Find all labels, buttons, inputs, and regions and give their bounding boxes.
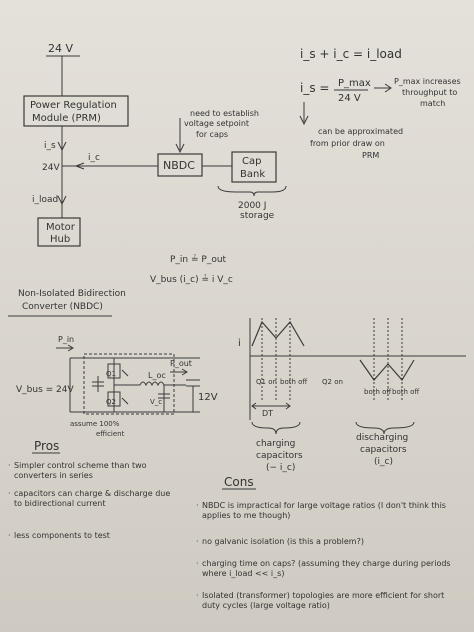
- prm-label-line1: Power Regulation: [30, 100, 117, 111]
- storage-label-line2: storage: [240, 211, 275, 221]
- is-label: i_s: [44, 141, 56, 151]
- charging-label-line2: capacitors: [256, 451, 303, 461]
- cap-bank-box: [231, 151, 277, 183]
- pmax-numerator: P_max: [338, 78, 371, 89]
- ic-label: i_c: [88, 153, 100, 163]
- current-sum-equation: i_s + i_c = i_load: [300, 47, 402, 61]
- is-arrow-icon: [57, 141, 67, 152]
- storage-label-line1: 2000 J: [238, 201, 266, 211]
- current-axis-label: i: [238, 338, 241, 349]
- approx-note-line3: PRM: [362, 151, 379, 160]
- approx-note-line1: can be approximated: [318, 127, 403, 136]
- is-equation-lhs: i_s =: [300, 81, 329, 95]
- supply-voltage-label: 24 V: [48, 42, 73, 55]
- charging-waveform: [251, 320, 305, 347]
- pmax-note-line3: match: [420, 99, 445, 108]
- charging-label-line3: (− i_c): [266, 463, 295, 473]
- diode-icon: [121, 369, 129, 405]
- pros-bullet: ·: [8, 489, 11, 498]
- iload-label: i_load: [32, 195, 58, 205]
- cons-item: charging time on caps? (assuming they ch…: [202, 559, 451, 578]
- approx-note-line2: from prior draw on: [310, 139, 385, 148]
- setpoint-note-line3: for caps: [196, 130, 228, 139]
- bus-balance-equation: V_bus (i_c) ≟ i V_c: [150, 274, 233, 285]
- pin-arrow-icon: [56, 344, 74, 352]
- setpoint-note-line1: need to establish: [190, 109, 259, 118]
- storage-brace: [217, 185, 287, 197]
- cons-item: NBDC is impractical for large voltage ra…: [202, 501, 446, 520]
- cons-bullet: ·: [196, 501, 199, 510]
- interval-label: both off: [280, 378, 307, 386]
- iload-arrow-icon: [57, 195, 67, 206]
- setpoint-note-line2: voltage setpoint: [184, 119, 249, 128]
- motor-label-line1: Motor: [46, 222, 76, 233]
- cons-item: Isolated (transformer) topologies are mo…: [202, 591, 444, 610]
- dt-span-arrow: [251, 402, 291, 410]
- cons-bullet: ·: [196, 559, 199, 568]
- pros-item: less components to test: [14, 531, 110, 540]
- interval-label: Q2 on: [322, 378, 343, 386]
- charging-brace: [251, 421, 301, 435]
- prm-label-line2: Module (PRM): [32, 113, 101, 124]
- nbdc-box: [157, 153, 203, 177]
- converter-dashed-box: [83, 353, 175, 415]
- input-capacitor-icon: [92, 381, 104, 387]
- assume-note-line1: assume 100%: [70, 420, 120, 428]
- pros-title: Pros: [34, 439, 59, 453]
- output-voltage-label: 12V: [198, 392, 218, 403]
- pout-arrow-icon: [170, 368, 188, 376]
- dt-label: DT: [262, 409, 273, 418]
- motor-label-line2: Hub: [50, 234, 70, 245]
- pmax-note-line1: P_max increases: [394, 77, 461, 86]
- q2-label: Q2: [106, 398, 116, 406]
- cons-title: Cons: [224, 475, 254, 489]
- volts-denominator: 24 V: [338, 93, 361, 104]
- cons-item: no galvanic isolation (is this a problem…: [202, 537, 364, 546]
- pout-label: P_out: [170, 359, 192, 368]
- pmax-arrow-icon: [374, 83, 392, 93]
- cap-label-line1: Cap: [242, 156, 261, 167]
- discharging-label-line2: capacitors: [360, 445, 407, 455]
- vbus-label: V_bus = 24V: [16, 385, 74, 395]
- interval-label: Q1 on: [256, 378, 277, 386]
- discharging-waveform: [359, 359, 415, 382]
- discharging-brace: [355, 421, 415, 435]
- vc-capacitor-icon: [158, 393, 170, 399]
- power-balance-equation: P_in ≟ P_out: [170, 254, 227, 265]
- charging-label-line1: charging: [256, 439, 295, 449]
- vc-label: V_c: [150, 398, 162, 406]
- section-title-line1: Non-Isolated Bidirection: [18, 289, 126, 299]
- pmax-note-line2: throughput to: [402, 88, 457, 97]
- interval-label: both off: [364, 388, 391, 396]
- discharging-label-line3: (i_c): [374, 457, 393, 467]
- loc-label: L_oc: [148, 371, 166, 380]
- section-title-line2: Converter (NBDC): [22, 302, 103, 312]
- approx-arrow-icon: [299, 102, 309, 126]
- cons-bullet: ·: [196, 591, 199, 600]
- cap-label-line2: Bank: [240, 169, 265, 180]
- pin-label: P_in: [58, 335, 74, 344]
- cons-bullet: ·: [196, 537, 199, 546]
- setpoint-arrow-icon: [175, 118, 185, 154]
- pros-bullet: ·: [8, 531, 11, 540]
- battery-icon: [186, 379, 200, 412]
- bus-voltage-label: 24V: [42, 163, 60, 173]
- inductor-icon: [139, 381, 165, 387]
- discharging-label-line1: discharging: [356, 433, 408, 443]
- nbdc-label: NBDC: [163, 159, 195, 172]
- pros-bullet: ·: [8, 461, 11, 470]
- q1-label: Q1: [106, 370, 116, 378]
- motor-hub-box: [37, 217, 81, 247]
- interval-label: both off: [392, 388, 419, 396]
- prm-box: [23, 95, 129, 127]
- ic-arrow-icon: [74, 162, 85, 170]
- assume-note-line2: efficient: [96, 430, 125, 438]
